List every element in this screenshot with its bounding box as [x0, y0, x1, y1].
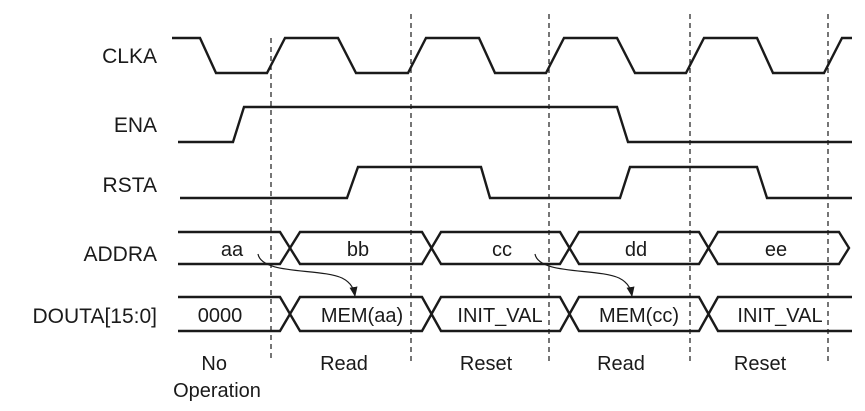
clock-edge-guides [270, 14, 829, 362]
operation-label: Read [320, 353, 368, 375]
rsta-waveform [180, 165, 852, 200]
operation-label: Reset [460, 353, 513, 375]
addra-value: cc [492, 239, 512, 261]
operation-label: Read [597, 353, 645, 375]
addra-value: ee [765, 239, 787, 261]
operation-label-line: Operation [173, 380, 261, 402]
signal-label-clka: CLKA [102, 45, 157, 68]
douta-value: 0000 [198, 305, 243, 327]
operation-label-line: Read [320, 353, 368, 375]
douta-bus-waveform [178, 295, 852, 333]
clka-waveform [172, 36, 852, 75]
douta-value: MEM(cc) [599, 305, 679, 327]
signal-label-addra: ADDRA [83, 243, 157, 266]
operation-label-line: No [201, 353, 227, 375]
operation-label-line: Reset [460, 353, 513, 375]
addra-bus-waveform [178, 230, 851, 266]
addra-value: aa [221, 239, 244, 261]
signal-label-rsta: RSTA [103, 174, 157, 197]
douta-value: INIT_VAL [457, 305, 542, 327]
operation-label: Reset [734, 353, 787, 375]
douta-value: INIT_VAL [737, 305, 822, 327]
signal-label-ena: ENA [114, 114, 157, 137]
operation-label-line: Read [597, 353, 645, 375]
addra-value: dd [625, 239, 647, 261]
ena-waveform [178, 105, 852, 144]
addra-value: bb [347, 239, 369, 261]
read-arrow-aa [257, 253, 358, 297]
read-arrow-cc [534, 253, 635, 297]
operation-label-line: Reset [734, 353, 787, 375]
operation-label: No Operation [173, 353, 261, 402]
douta-value: MEM(aa) [321, 305, 403, 327]
signal-label-douta: DOUTA[15:0] [33, 305, 157, 328]
